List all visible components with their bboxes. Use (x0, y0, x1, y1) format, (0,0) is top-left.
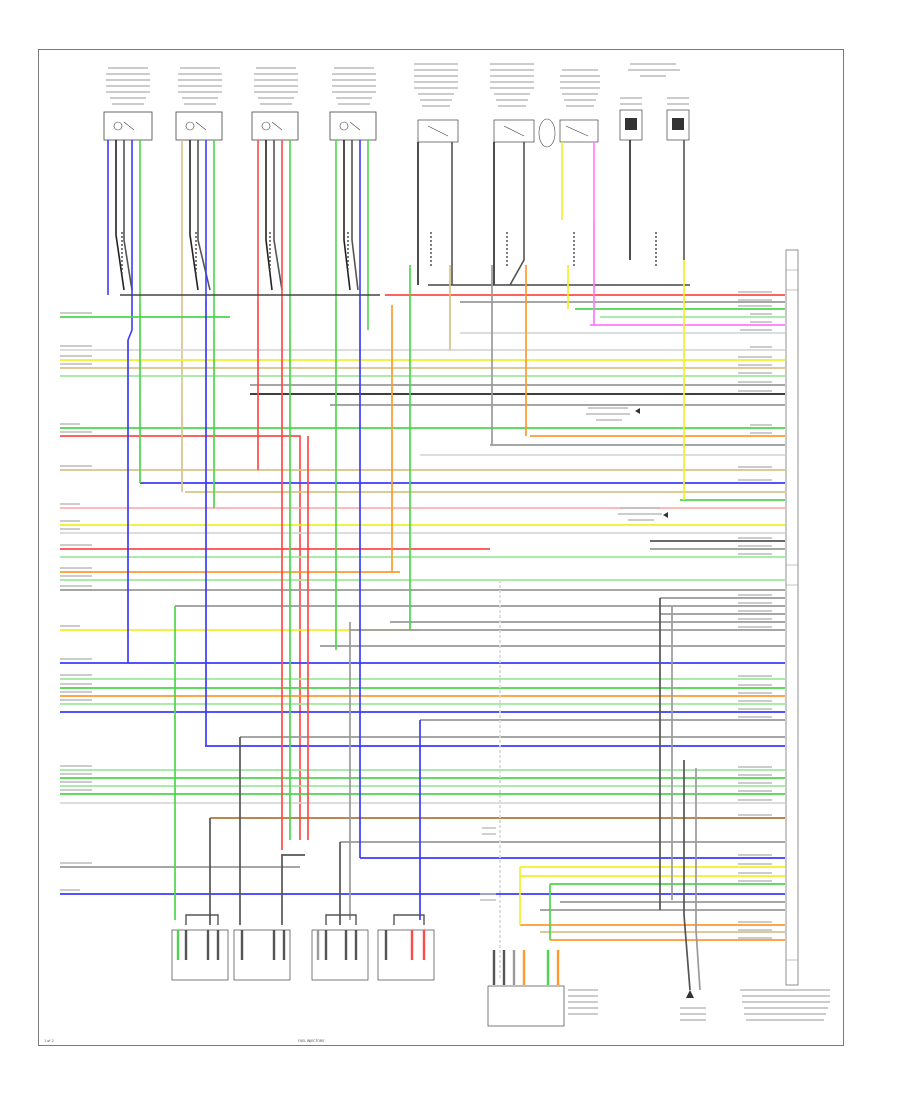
edge-label-marks (60, 291, 772, 939)
sensor-3 (251, 111, 299, 141)
sensor-4 (329, 111, 377, 141)
shield-ground-bus (120, 232, 690, 296)
page-ref: 1 of 2 (44, 1039, 54, 1043)
sensor-5 (417, 119, 459, 143)
diagram-frame (38, 49, 844, 1046)
cam-sensor-2 (666, 109, 690, 141)
fuel-injectors: FUEL INJECTORS (171, 914, 435, 1043)
top-sensors (103, 63, 690, 148)
sensor-6 (493, 119, 535, 143)
ecu-connector (740, 249, 830, 1021)
sensor-caption-marks (106, 63, 689, 107)
vertical-runners (127, 220, 701, 991)
injectors-footer-label: FUEL INJECTORS (298, 1039, 324, 1043)
cam-sensor-1 (619, 109, 643, 141)
sensor-drop-wires (107, 140, 685, 410)
sensor-2 (175, 111, 223, 141)
mid-callouts (586, 407, 668, 521)
lower-right-components (480, 827, 706, 1027)
sensor-1 (103, 111, 153, 141)
knock-sensor (538, 118, 599, 148)
horizontal-harness (60, 294, 785, 941)
